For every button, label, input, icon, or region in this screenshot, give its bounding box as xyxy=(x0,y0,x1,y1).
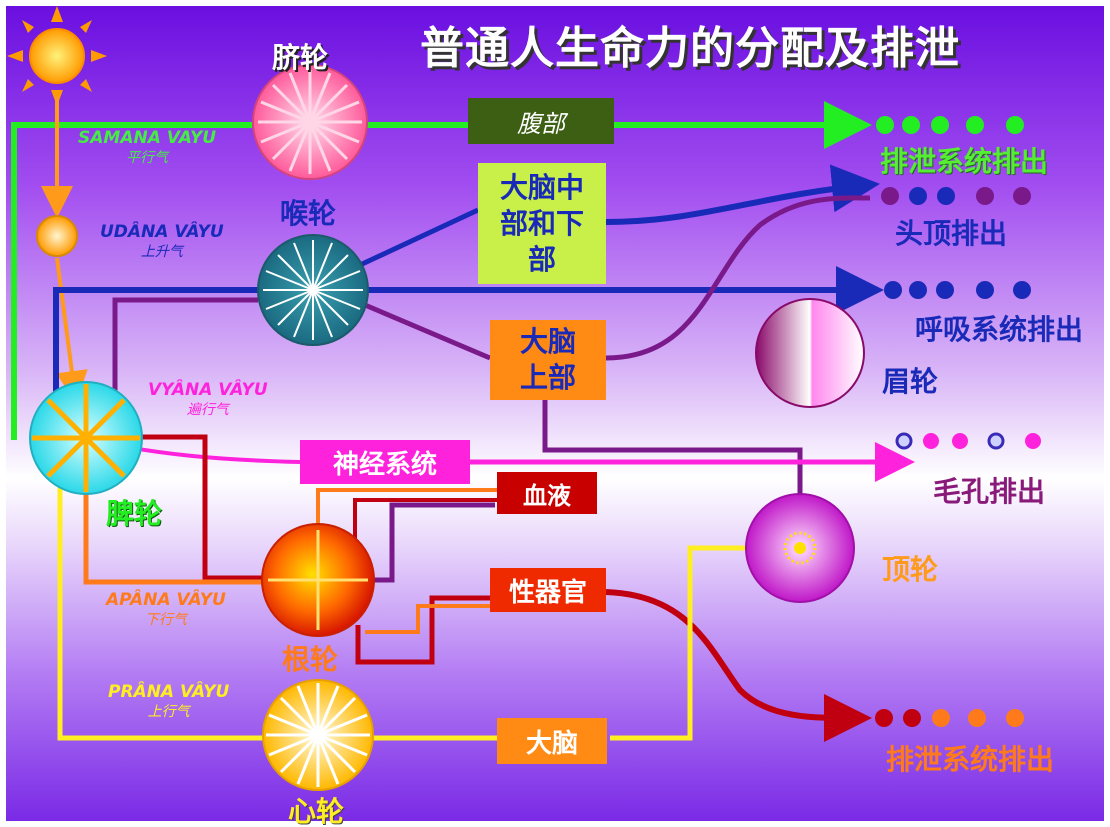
vyana-vayu-label: VYÂNA VÂYU 遍行气 xyxy=(148,380,268,420)
navel-chakra-label: 脐轮 xyxy=(272,41,329,74)
respiratory-label: 呼吸系统排出 xyxy=(915,313,1084,346)
sun-icon xyxy=(7,6,107,106)
midbrain-to-head-line xyxy=(605,164,880,225)
pores-dots xyxy=(895,432,1041,450)
samana-vayu-label: SAMANA VAYU 平行气 xyxy=(78,128,216,168)
udana-vayu-sub: 上升气 xyxy=(140,244,183,260)
nervous-system-box: 神经系统 xyxy=(300,440,470,484)
head-top-label: 头顶排出 xyxy=(895,217,1008,250)
root-to-sex-red xyxy=(355,595,490,665)
root-to-sex-orange xyxy=(365,604,490,634)
prana-vayu-name: PRÂNA VÂYU xyxy=(108,682,230,702)
vyana-vayu-name: VYÂNA VÂYU xyxy=(148,380,268,400)
throat-chakra-label: 喉轮 xyxy=(280,197,337,230)
brow-chakra-label: 眉轮 xyxy=(882,365,939,398)
heart-chakra-icon xyxy=(262,679,374,791)
prana-line xyxy=(57,470,265,741)
root-to-blood-purple xyxy=(372,502,495,583)
sex-to-excretory-arrow xyxy=(605,589,872,743)
blood-box: 血液 xyxy=(497,472,597,514)
head-top-dots xyxy=(881,187,1031,205)
apana-line xyxy=(83,470,262,585)
throat-to-midbrain-line xyxy=(358,207,480,268)
excretory-bottom-label: 排泄系统排出 xyxy=(886,743,1055,776)
spleen-chakra-label: 脾轮 xyxy=(106,497,163,530)
prana-vayu-label: PRÂNA VÂYU 上行气 xyxy=(108,682,229,722)
samana-line xyxy=(11,122,252,440)
apana-vayu-sub: 下行气 xyxy=(144,612,187,628)
abdomen-box: 腹部 xyxy=(468,98,614,144)
spleen-chakra-icon xyxy=(29,381,143,495)
upper-brain-box: 大脑上部 xyxy=(490,320,606,400)
brow-chakra-icon xyxy=(755,298,865,408)
crown-chakra-label: 顶轮 xyxy=(882,553,939,586)
pores-label: 毛孔排出 xyxy=(933,475,1046,508)
samana-vayu-sub: 平行气 xyxy=(126,150,169,166)
throat-to-upperbrain-line xyxy=(364,302,491,361)
samana-vayu-name: SAMANA VAYU xyxy=(78,128,217,148)
excretory-top-dots xyxy=(876,116,1024,134)
root-chakra-icon xyxy=(261,523,375,637)
respiratory-dots xyxy=(884,281,1031,299)
respiratory-line xyxy=(53,266,884,395)
excretory-top-label: 排泄系统排出 xyxy=(880,145,1049,178)
heart-chakra-label: 心轮 xyxy=(288,795,345,827)
sex-organ-box: 性器官 xyxy=(490,568,606,612)
root-to-blood-orange xyxy=(316,488,497,530)
navel-chakra-icon xyxy=(252,64,368,180)
udana-line-2 xyxy=(55,257,88,403)
page-title: 普通人生命力的分配及排泄 xyxy=(420,23,960,74)
apana-vayu-label: APÂNA VÂYU 下行气 xyxy=(106,590,226,630)
purple-line-1 xyxy=(112,297,258,410)
udana-vayu-name: UDÂNA VÂYU xyxy=(100,222,224,242)
spleen-to-root-red xyxy=(142,434,262,581)
brain-box: 大脑 xyxy=(497,718,607,764)
vyana-vayu-sub: 遍行气 xyxy=(186,402,229,418)
apana-vayu-name: APÂNA VÂYU xyxy=(106,590,226,610)
upperbrain-to-head-line xyxy=(605,195,871,361)
throat-chakra-icon xyxy=(257,234,369,346)
root-to-blood-red xyxy=(353,498,497,620)
crown-chakra-icon xyxy=(745,493,855,603)
excretory-bottom-dots xyxy=(875,709,1024,727)
mid-brain-box: 大脑中部和下部 xyxy=(478,163,606,284)
udana-orb xyxy=(36,215,78,257)
upperbrain-to-crown-line xyxy=(542,400,803,495)
prana-vayu-sub: 上行气 xyxy=(147,704,190,720)
udana-vayu-label: UDÂNA VÂYU 上升气 xyxy=(100,222,224,262)
root-chakra-label: 根轮 xyxy=(282,643,339,676)
